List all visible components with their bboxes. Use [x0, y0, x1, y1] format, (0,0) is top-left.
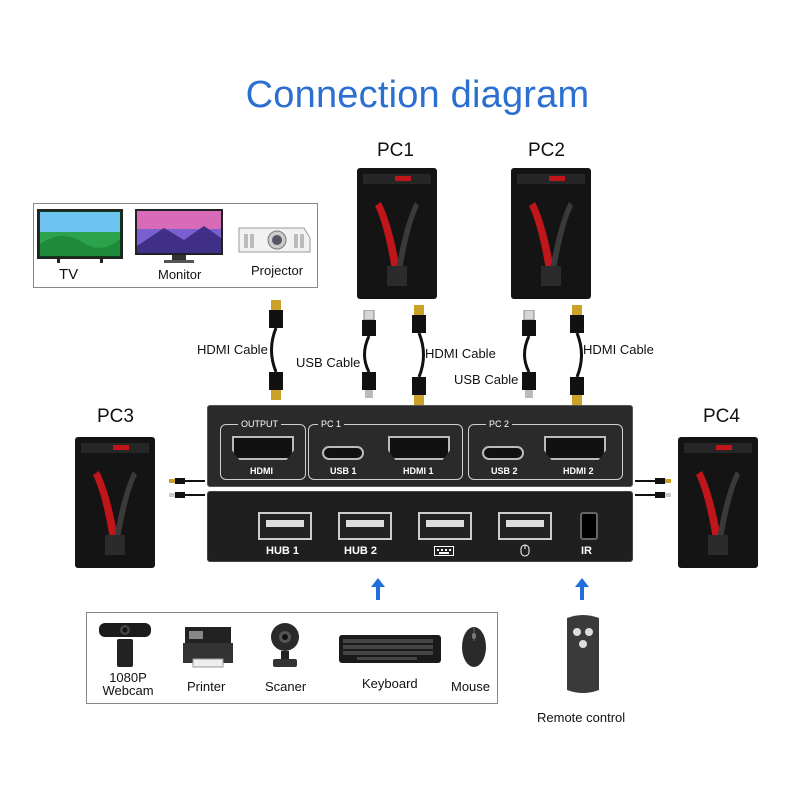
- printer-image: [183, 627, 233, 668]
- peripherals-box: 1080P Webcam Printer Scaner Keyboard Mou…: [86, 612, 498, 704]
- pc3-label: PC3: [97, 406, 134, 427]
- pc2-group-label: PC 2: [486, 419, 513, 429]
- pc1-hdmi-port: [388, 436, 450, 460]
- hdmi-cable-output: [269, 300, 283, 400]
- pc2-hdmi-label: HDMI 2: [563, 466, 594, 476]
- usb-cable-pc1: [362, 310, 376, 398]
- tv-label: TV: [59, 266, 79, 283]
- pc4-side-cables: [635, 478, 671, 498]
- hdmi-cable-pc2: [570, 305, 584, 405]
- usb-cable-pc2-label: USB Cable: [454, 372, 519, 387]
- pc1-tower: [357, 168, 437, 299]
- hub1-label: HUB 1: [266, 545, 300, 557]
- mouse-icon: [520, 544, 530, 557]
- printer-label: Printer: [187, 679, 226, 694]
- mouse-label: Mouse: [451, 679, 491, 694]
- usb-cable-pc1-label: USB Cable: [296, 355, 361, 370]
- remote-control-image: [567, 615, 599, 693]
- pc4-label: PC4: [703, 406, 740, 427]
- pc2-hdmi-port: [544, 436, 606, 460]
- pc4-tower: [678, 437, 758, 568]
- scanner-label: Scaner: [265, 679, 307, 694]
- projector-label: Projector: [251, 263, 304, 278]
- hdmi-cable-pc1-label: HDMI Cable: [425, 346, 496, 361]
- tv-image: [37, 209, 123, 263]
- arrow-up-icon: [575, 578, 589, 600]
- pc3-side-cables: [169, 478, 205, 498]
- hub1-usb-port: [258, 512, 312, 540]
- keyboard-image: [339, 635, 441, 663]
- webcam-label: 1080P Webcam: [102, 670, 154, 698]
- keyboard-usb-port: [418, 512, 472, 540]
- monitor-label: Monitor: [158, 267, 202, 282]
- pc1-port-group: [308, 424, 463, 480]
- hdmi-cable-output-label: HDMI Cable: [197, 342, 268, 357]
- arrow-up-icon: [371, 578, 385, 600]
- monitor-image: [135, 209, 223, 263]
- mouse-image: [462, 627, 486, 667]
- output-hdmi-label: HDMI: [250, 466, 273, 476]
- pc2-label: PC2: [528, 140, 565, 161]
- kvm-switch-back-panel: OUTPUT HDMI PC 1 USB 1 HDMI 1 PC 2 USB 2…: [207, 405, 633, 487]
- usb-cable-pc2: [522, 310, 536, 398]
- pc1-hdmi-label: HDMI 1: [403, 466, 434, 476]
- webcam-image: [99, 623, 151, 667]
- pc1-label: PC1: [377, 140, 414, 161]
- projector-image: [238, 227, 311, 253]
- hdmi-cable-pc2-label: HDMI Cable: [583, 342, 654, 357]
- keyboard-icon: [434, 546, 454, 556]
- diagram-title: Connection diagram: [245, 74, 590, 116]
- keyboard-label: Keyboard: [362, 676, 418, 691]
- kvm-switch-front-panel: HUB 1 HUB 2 IR: [207, 491, 633, 562]
- hub2-label: HUB 2: [344, 545, 378, 557]
- ir-label: IR: [581, 545, 592, 557]
- scanner-image: [271, 623, 299, 667]
- pc1-usb-port: [322, 446, 364, 460]
- pc2-usb-port: [482, 446, 524, 460]
- pc2-port-group: [468, 424, 623, 480]
- pc3-tower: [75, 437, 155, 568]
- display-devices-box: TV Monitor Projector: [33, 203, 318, 288]
- hub2-usb-port: [338, 512, 392, 540]
- output-group-label: OUTPUT: [238, 419, 281, 429]
- output-hdmi-port: [232, 436, 294, 460]
- pc2-tower: [511, 168, 591, 299]
- hdmi-cable-pc1: [412, 305, 426, 405]
- ir-receiver: [580, 512, 598, 540]
- pc2-usb-label: USB 2: [491, 466, 518, 476]
- remote-control-label: Remote control: [537, 710, 626, 725]
- mouse-usb-port: [498, 512, 552, 540]
- pc1-usb-label: USB 1: [330, 466, 357, 476]
- pc1-group-label: PC 1: [318, 419, 345, 429]
